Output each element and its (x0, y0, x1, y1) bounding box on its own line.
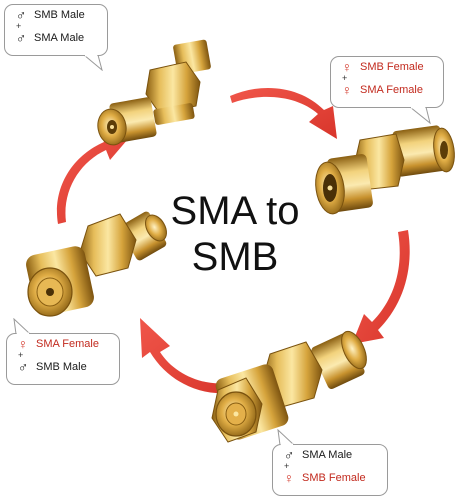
sma-female-smb-male-adapter (26, 211, 167, 317)
sma-male-smb-female-adapter (211, 330, 367, 443)
plus-sign: + (342, 73, 348, 83)
callout-line-2: SMB Female (302, 472, 366, 484)
title-line-2: SMB (191, 235, 279, 279)
female-icon: ♀ (283, 470, 295, 486)
callout-sma-male-smb-female: ♂ SMA Male + ♀ SMB Female (272, 444, 388, 496)
callout-line-1: SMA Male (302, 449, 353, 461)
plus-sign: + (16, 21, 22, 31)
callout-smb-female-sma-female: ♀ SMB Female + ♀ SMA Female (330, 56, 444, 108)
callout-line-2: SMB Male (36, 361, 87, 373)
callout-tail (277, 429, 295, 445)
callout-line-2: SMA Female (360, 84, 423, 96)
callout-sma-female-smb-male: ♀ SMA Female + ♂ SMB Male (6, 333, 120, 385)
plus-sign: + (284, 461, 290, 471)
callout-line-1: SMB Female (360, 61, 424, 73)
cycle-arrow-right (352, 230, 410, 344)
callout-line-2: SMA Male (34, 32, 85, 44)
callout-tail (13, 318, 31, 334)
male-icon: ♂ (17, 359, 29, 375)
callout-tail (409, 107, 431, 125)
male-icon: ♂ (15, 30, 27, 46)
male-icon: ♂ (283, 447, 295, 463)
female-icon: ♀ (341, 82, 353, 98)
callout-tail (83, 55, 103, 71)
cycle-arrow-left (56, 132, 134, 224)
title-line-1: SMA to (170, 189, 300, 233)
female-icon: ♀ (17, 336, 29, 352)
female-icon: ♀ (341, 59, 353, 75)
smb-female-sma-female-adapter (315, 125, 455, 215)
male-icon: ♂ (15, 7, 27, 23)
callout-line-1: SMA Female (36, 338, 99, 350)
page-title: SMA to SMB (160, 188, 310, 280)
callout-line-1: SMB Male (34, 9, 85, 21)
callout-smb-male-sma-male: ♂ SMB Male + ♂ SMA Male (4, 4, 108, 56)
cycle-arrow-top (230, 87, 337, 139)
smb-male-sma-male-adapter (97, 39, 211, 146)
plus-sign: + (18, 350, 24, 360)
